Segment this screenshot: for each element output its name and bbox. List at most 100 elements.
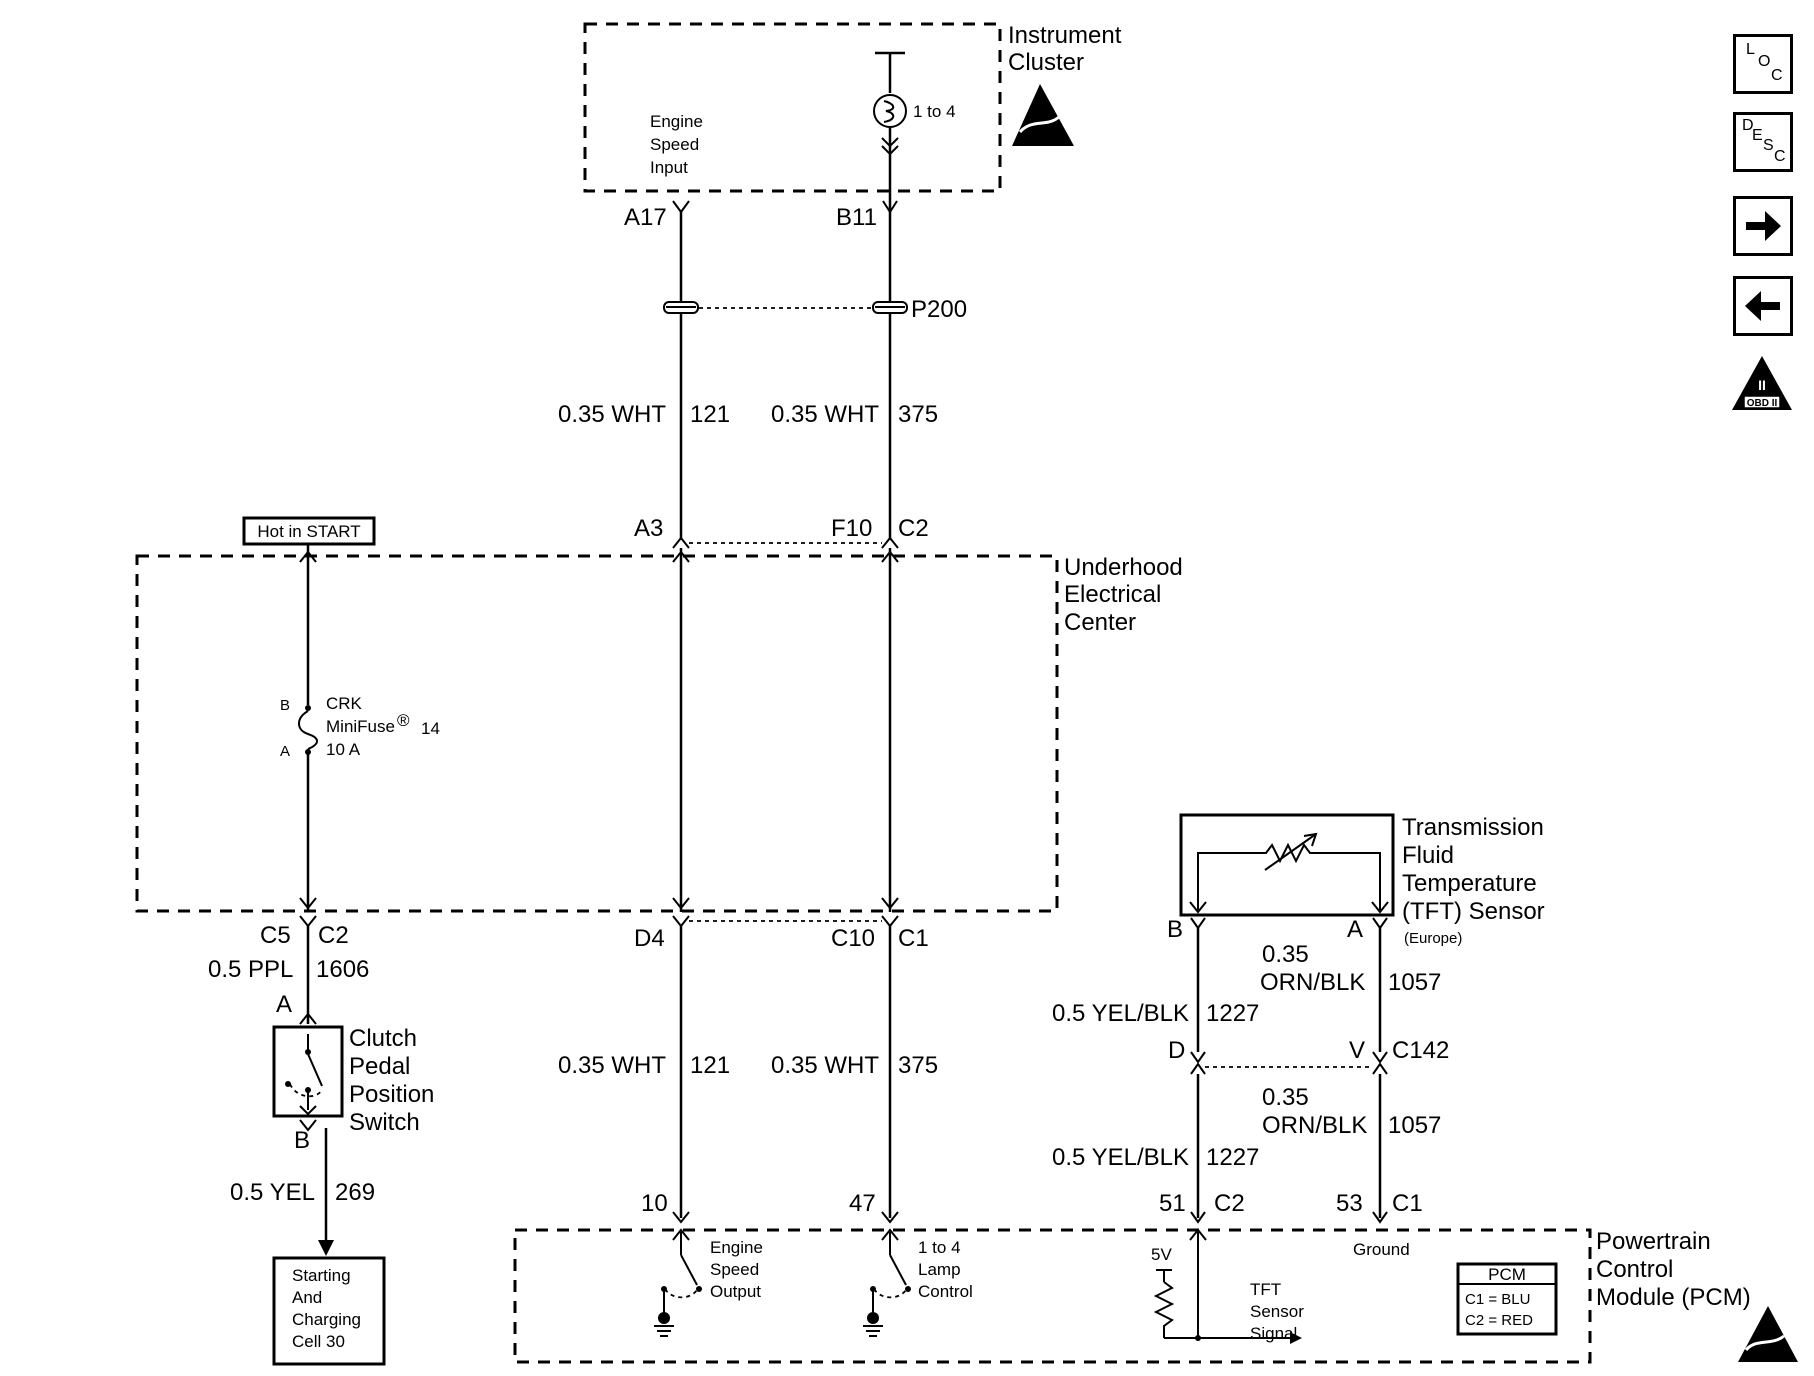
clutch-switch-icon (285, 1034, 323, 1116)
starting-label-4: Cell 30 (292, 1332, 345, 1351)
tft-pin-b: B (1167, 916, 1183, 943)
clutch-label-3: Position (349, 1081, 434, 1108)
desc-button[interactable]: D E S C (1733, 112, 1793, 172)
tft-sensor-box (1179, 813, 1395, 917)
connector-d4: D4 (634, 925, 665, 952)
pcm-legend-c2: C2 = RED (1465, 1312, 1533, 1329)
wire-375-number-bottom: 375 (898, 1052, 938, 1079)
clutch-pin-a: A (276, 991, 292, 1018)
connector-f10: F10 (831, 515, 872, 542)
clutch-label-2: Pedal (349, 1053, 410, 1080)
arrow-left-icon (1745, 291, 1780, 321)
pcm-label-2: Control (1596, 1256, 1673, 1283)
hot-in-start-box (242, 516, 376, 546)
tft-label-2: Fluid (1402, 842, 1454, 869)
engine-speed-output-switch-icon (654, 1228, 702, 1337)
underhood-label-2: Electrical (1064, 581, 1161, 608)
starting-label-3: Charging (292, 1310, 361, 1329)
esd-warning-icon (1012, 84, 1074, 146)
connector-c2-top: C2 (898, 515, 929, 542)
desc-letter-e: E (1752, 127, 1763, 144)
starting-label-1: Starting (292, 1266, 351, 1285)
fuse-number: 14 (421, 719, 440, 738)
clutch-switch-box (272, 1025, 344, 1118)
wire-1227-gauge-top: 0.5 YEL/BLK (1052, 1000, 1189, 1027)
clutch-label-1: Clutch (349, 1025, 417, 1052)
wire-1227-gauge-bottom: 0.5 YEL/BLK (1052, 1144, 1189, 1171)
connector-c142: C142 (1392, 1037, 1449, 1064)
pcm-legend-title: PCM (1488, 1265, 1526, 1284)
fuse-label-1: CRK (326, 694, 363, 713)
pcm-pin-10: 10 (641, 1190, 668, 1217)
clutch-pin-b: B (294, 1127, 310, 1154)
wire-121-number-bottom: 121 (690, 1052, 730, 1079)
wire-1227-number-top: 1227 (1206, 1000, 1259, 1027)
thermistor-icon (1189, 832, 1389, 914)
starting-charging-box (272, 1256, 386, 1366)
lamp-control-3: Control (918, 1282, 973, 1301)
engine-speed-output-2: Speed (710, 1260, 759, 1279)
loc-button[interactable]: L O C (1733, 34, 1793, 94)
fuse-rating: 10 A (326, 740, 361, 759)
esd-warning-icon-pcm (1738, 1306, 1798, 1362)
instrument-cluster-label-2: Cluster (1008, 49, 1084, 76)
desc-letter-c: C (1774, 148, 1786, 165)
starting-label-2: And (292, 1288, 322, 1307)
obd-ii-label: OBD II (1747, 398, 1778, 409)
wire-1057-color-top: ORN/BLK (1260, 969, 1365, 996)
pcm-ground-label: Ground (1353, 1240, 1410, 1259)
wire-1057-color-bottom: ORN/BLK (1262, 1112, 1367, 1139)
fuse-pin-a: A (280, 743, 290, 760)
pcm-label-1: Powertrain (1596, 1228, 1711, 1255)
wire-375-gauge-top: 0.35 WHT (771, 401, 879, 428)
pcm-connector-c1: C1 (1392, 1190, 1423, 1217)
tft-signal-label-3: Signal (1250, 1324, 1297, 1343)
pcm-pin-47: 47 (849, 1190, 876, 1217)
engine-speed-input-3: Input (650, 158, 688, 177)
lamp-control-1: 1 to 4 (918, 1238, 961, 1257)
wire-121-gauge-top: 0.35 WHT (558, 401, 666, 428)
connector-v: V (1349, 1037, 1365, 1064)
desc-letter-d: D (1742, 117, 1754, 134)
connector-c2-left: C2 (318, 922, 349, 949)
pcm-pin-53: 53 (1336, 1190, 1363, 1217)
pcm-box (513, 1228, 1592, 1364)
tft-signal-circuit-icon (1153, 1228, 1302, 1344)
connector-c5: C5 (260, 922, 291, 949)
obd-ii-mark: II (1758, 377, 1766, 393)
pcm-label-3: Module (PCM) (1596, 1284, 1751, 1311)
lamp-control-2: Lamp (918, 1260, 961, 1279)
loc-letter-o: O (1758, 53, 1771, 70)
connector-c1-mid: C1 (898, 925, 929, 952)
fuse-pin-b: B (280, 697, 290, 714)
loc-letter-l: L (1746, 41, 1755, 58)
engine-speed-output-1: Engine (710, 1238, 763, 1257)
connector-b11: B11 (836, 204, 877, 231)
wire-121-number-top: 121 (690, 401, 730, 428)
loc-letter-c: C (1771, 67, 1783, 84)
pcm-5v-label: 5V (1151, 1245, 1172, 1264)
wire-269-number: 269 (335, 1179, 375, 1206)
wire-1606-gauge: 0.5 PPL (208, 956, 293, 983)
tft-note-europe: (Europe) (1404, 930, 1462, 947)
previous-arrow-button[interactable] (1733, 276, 1793, 336)
instrument-cluster-label-1: Instrument (1008, 22, 1122, 49)
connector-p200: P200 (911, 296, 967, 323)
indicator-lamp-icon (873, 94, 907, 128)
fuse-registered-mark: ® (397, 711, 410, 730)
lamp-1-to-4-label: 1 to 4 (913, 102, 956, 121)
connector-c10: C10 (831, 925, 875, 952)
wire-1057-number-top: 1057 (1388, 969, 1441, 996)
pcm-legend-c1: C1 = BLU (1465, 1291, 1530, 1308)
engine-speed-output-3: Output (710, 1282, 761, 1301)
fuse-label-2: MiniFuse (326, 717, 395, 736)
pcm-pin-51: 51 (1159, 1190, 1186, 1217)
wire-375-number-top: 375 (898, 401, 938, 428)
wire-375-gauge-bottom: 0.35 WHT (771, 1052, 879, 1079)
next-arrow-button[interactable] (1733, 196, 1793, 256)
connector-a3: A3 (634, 515, 663, 542)
obd-ii-button[interactable]: OBD II II (1730, 352, 1794, 412)
tft-label-1: Transmission (1402, 814, 1544, 841)
tft-pin-a: A (1347, 916, 1363, 943)
